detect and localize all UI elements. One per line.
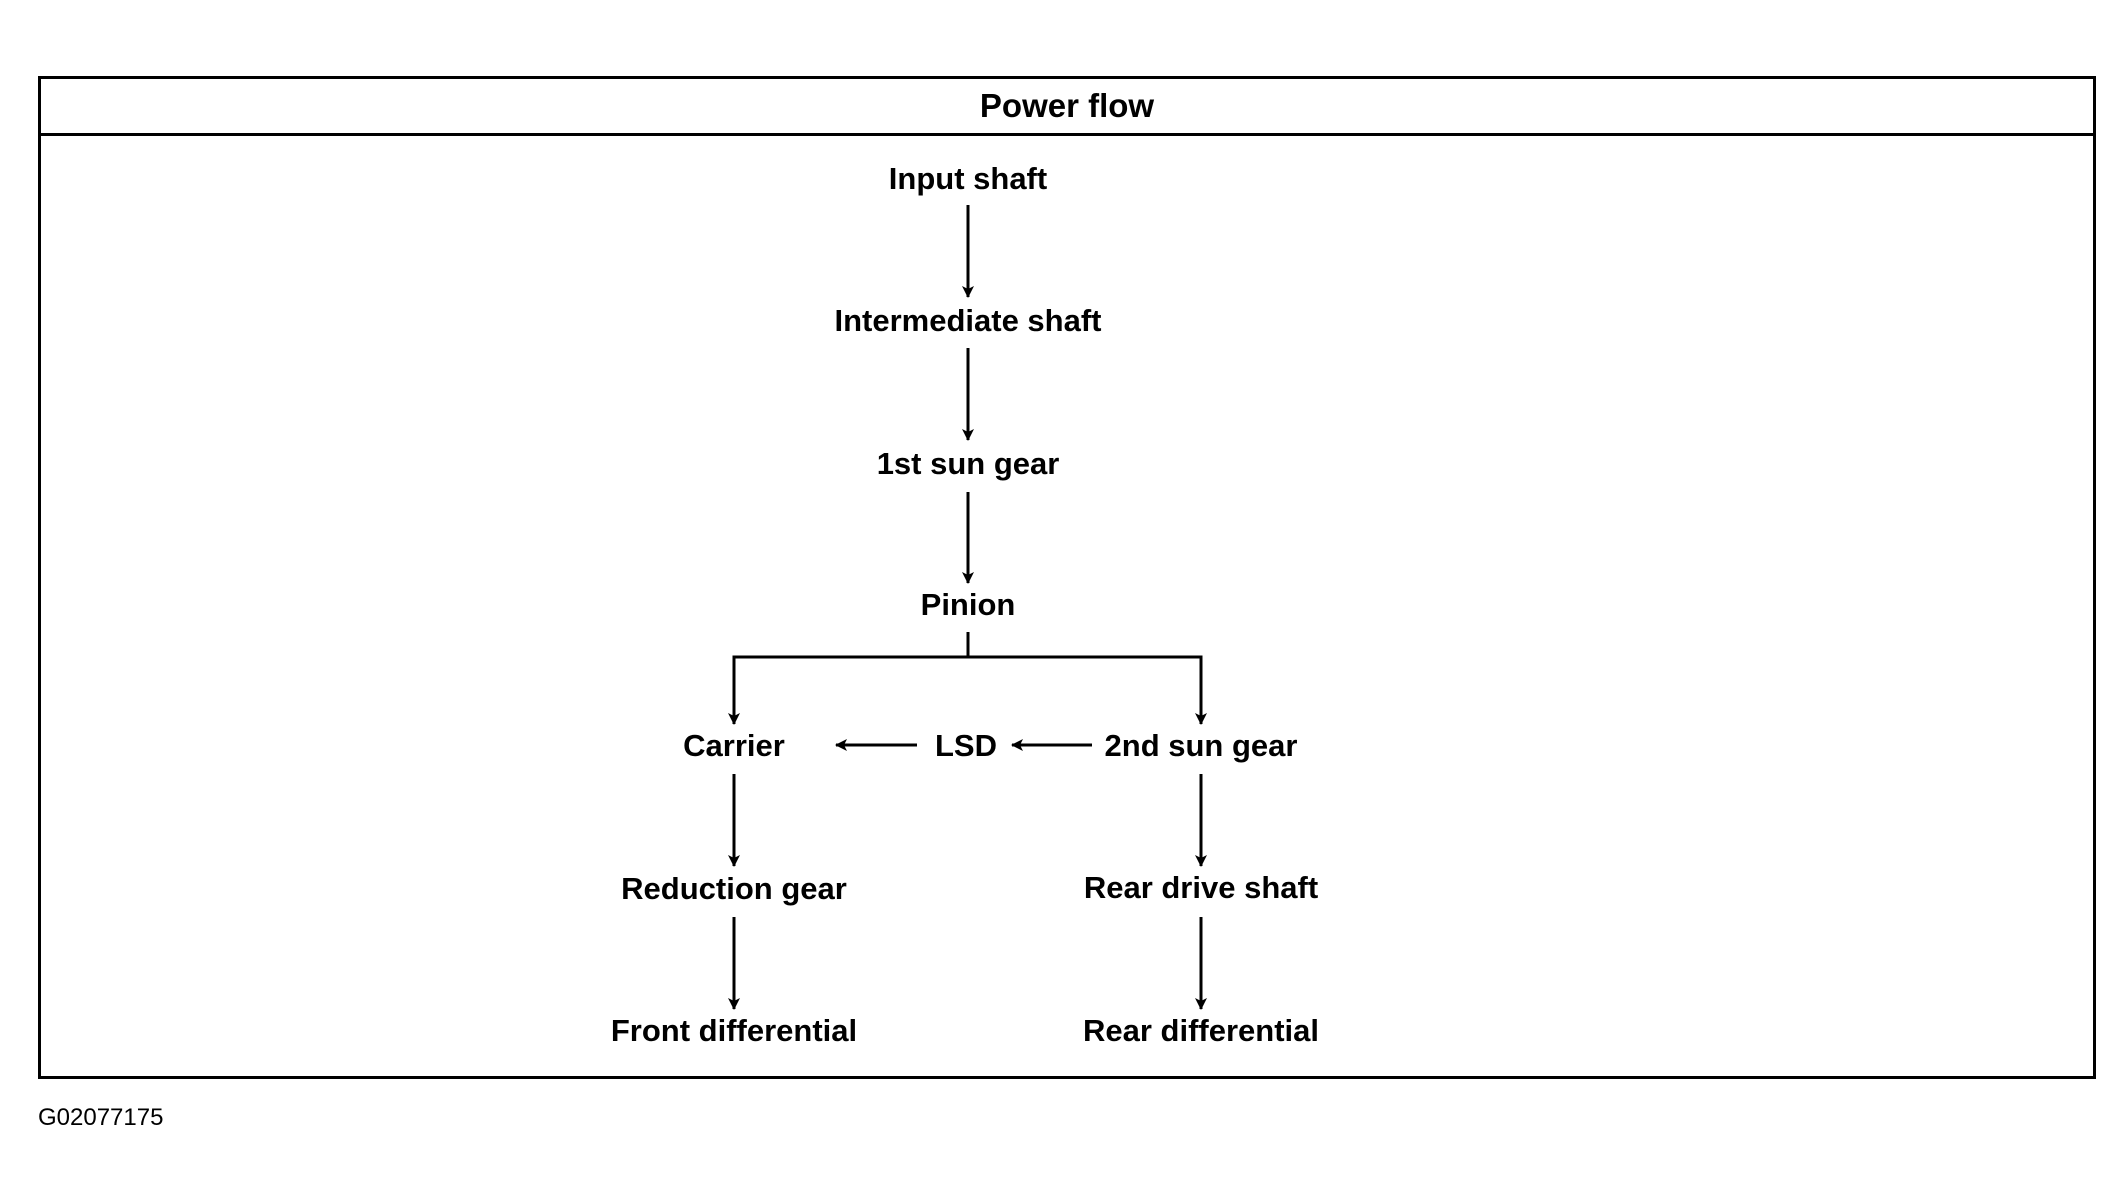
node-rear-differential: Rear differential xyxy=(1083,1013,1319,1048)
node-lsd: LSD xyxy=(935,728,997,763)
node-front-differential: Front differential xyxy=(611,1013,857,1048)
diagram-frame: Power flow xyxy=(38,76,2096,1079)
node-2nd-sun-gear: 2nd sun gear xyxy=(1105,728,1298,763)
edge-pinion-to-2nd-sun xyxy=(968,655,1207,725)
figure-id: G02077175 xyxy=(38,1104,164,1131)
node-carrier: Carrier xyxy=(683,728,785,763)
node-pinion: Pinion xyxy=(921,587,1016,622)
node-1st-sun-gear: 1st sun gear xyxy=(877,446,1060,481)
edges xyxy=(728,205,1207,1010)
node-reduction-gear: Reduction gear xyxy=(621,871,847,906)
diagram-title: Power flow xyxy=(41,79,2093,136)
node-rear-drive-shaft: Rear drive shaft xyxy=(1084,870,1318,905)
nodes: Input shaft Intermediate shaft 1st sun g… xyxy=(611,161,1319,1048)
edge-pinion-to-carrier xyxy=(728,632,970,725)
node-intermediate-shaft: Intermediate shaft xyxy=(834,303,1101,338)
node-input-shaft: Input shaft xyxy=(889,161,1047,196)
